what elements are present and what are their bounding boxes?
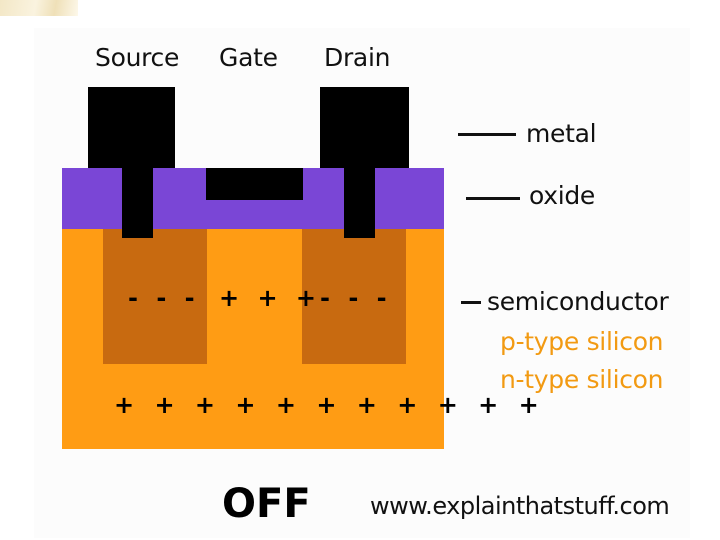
corner-decoration	[0, 0, 78, 16]
drain-label: Drain	[324, 43, 391, 72]
gate-metal	[206, 168, 303, 200]
channel-charges: + + +	[219, 284, 322, 312]
semiconductor-legend-label: semiconductor	[487, 287, 669, 316]
semiconductor-legend-line	[461, 301, 481, 304]
drain-metal-stem	[344, 168, 375, 238]
n-type-legend-label: n-type silicon	[500, 365, 664, 394]
source-metal-contact	[88, 87, 175, 168]
oxide-legend-label: oxide	[529, 181, 596, 210]
source-metal-stem	[122, 168, 153, 238]
drain-doped-region	[302, 229, 406, 364]
source-doped-region	[103, 229, 207, 364]
metal-legend-line	[458, 133, 516, 136]
gate-label: Gate	[219, 43, 278, 72]
drain-metal-contact	[320, 87, 409, 168]
source-website-label: www.explainthatstuff.com	[370, 492, 670, 520]
drain-region-charges: - - -	[320, 284, 392, 312]
transistor-state-label: OFF	[222, 481, 311, 527]
source-label: Source	[95, 43, 180, 72]
substrate-charges: + + + + + + + + + + +	[114, 391, 545, 419]
p-type-legend-label: p-type silicon	[500, 327, 664, 356]
source-region-charges: - - -	[128, 284, 200, 312]
oxide-legend-line	[466, 197, 520, 200]
metal-legend-label: metal	[526, 119, 597, 148]
